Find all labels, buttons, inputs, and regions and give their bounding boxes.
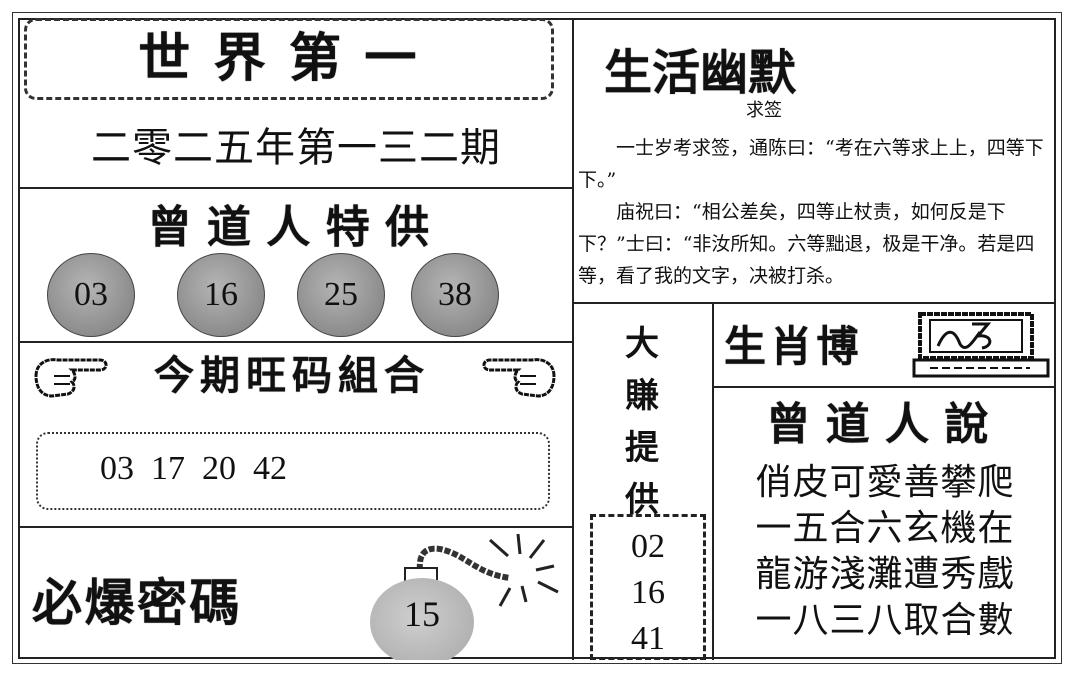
bomb-number: 15 [404,594,440,634]
special-pick-title: 曾道人特供 [147,202,445,253]
pick-ball: 25 [297,253,385,337]
page-title: 世界第一 [138,29,440,89]
bomb-code-title: 必爆密碼 [32,574,242,632]
divider [572,302,1056,304]
big-win-frame [590,514,706,660]
big-win-char: 提 [625,428,659,468]
big-win-number: 41 [631,620,665,657]
hot-combo-title: 今期旺码組合 [154,353,430,399]
saying-poem: 俏皮可愛善攀爬 一五合六玄機在 龍游淺灘遭秀戲 一八三八取合數 [714,460,1056,644]
zodiac-title: 生肖博 [724,322,863,371]
humor-story: 一士岁考求签，通陈曰：“考在六等求上上，四等下下。” 庙祝曰：“相公差矣，四等止… [578,132,1048,292]
big-win-numbers: 02 16 41 [590,524,706,662]
pick-ball: 03 [47,253,135,337]
big-win-title: 大 賺 提 供 [580,318,704,526]
bomb-icon [360,530,570,666]
story-paragraph: 一士岁考求签，通陈曰：“考在六等求上上，四等下下。” [578,137,1044,191]
combo-frame [36,432,550,510]
column-divider [572,20,574,660]
big-win-number: 16 [631,574,665,611]
title-frame [24,18,554,100]
poem-line: 一五合六玄機在 [755,508,1015,549]
big-win-number: 02 [631,528,665,565]
story-paragraph: 庙祝曰：“相公差矣，四等止杖责，如何反是下下？”士曰：“非汝所知。六等黜退，极是… [578,201,1035,287]
pick-ball: 38 [411,253,499,337]
computer-icon [910,310,1052,382]
poem-line: 龍游淺灘遭秀戲 [755,554,1015,595]
pointing-hand-icon [478,350,558,400]
poem-line: 一八三八取合數 [755,600,1015,641]
hot-combo-numbers: 03 17 20 42 [100,450,287,487]
humor-title: 生活幽默 [604,45,797,101]
pick-ball: 16 [177,253,265,337]
issue-number: 二零二五年第一三二期 [91,125,501,171]
divider [20,187,572,189]
big-win-char: 賺 [625,376,659,416]
saying-title: 曾道人說 [766,399,1004,450]
poem-line: 俏皮可愛善攀爬 [755,462,1015,503]
divider [712,386,1056,388]
divider [20,526,572,528]
humor-subtitle: 求签 [746,100,782,121]
pointing-hand-icon [32,350,112,400]
big-win-char: 供 [625,480,659,520]
divider [20,341,572,343]
column-divider [712,302,714,660]
big-win-char: 大 [625,324,659,364]
outer-border [12,12,1062,664]
